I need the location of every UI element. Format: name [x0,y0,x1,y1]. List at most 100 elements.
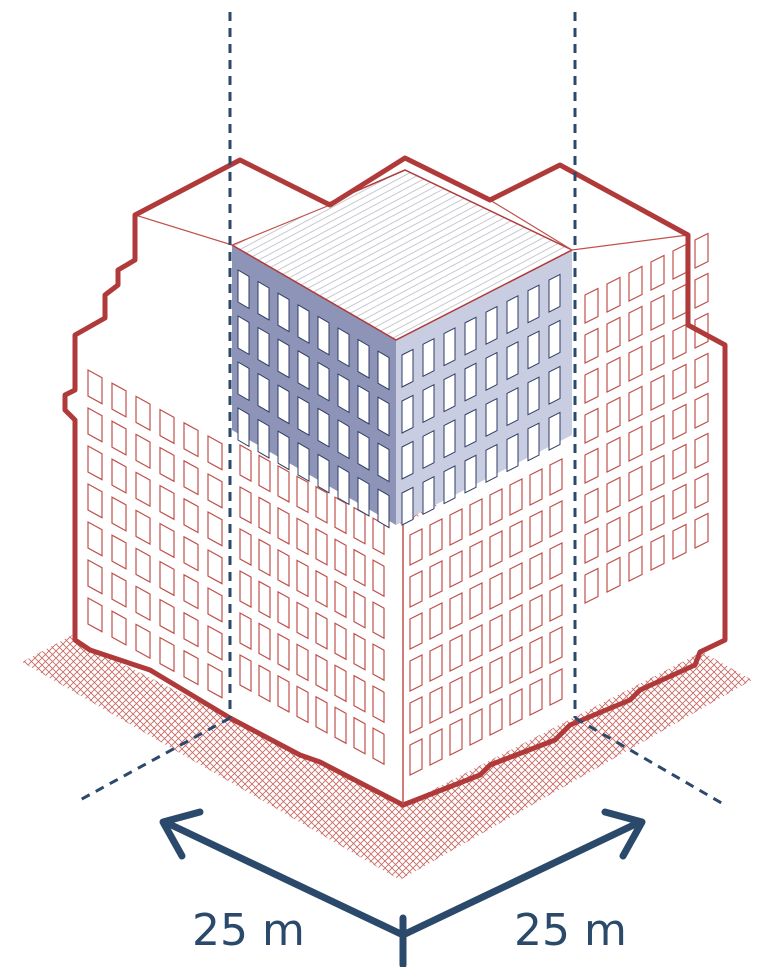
window [334,496,347,535]
window [111,382,127,418]
tower-window [548,365,561,405]
tower-window [506,295,519,335]
tower-window [506,387,519,427]
window [584,407,599,444]
window [135,547,151,584]
tower-window [485,351,498,391]
window [315,653,328,692]
building-outline [62,155,728,808]
window [334,580,347,619]
window [409,528,423,566]
window [429,560,443,598]
window [672,403,687,440]
tower-window [401,348,414,388]
window [87,368,103,405]
window [315,569,328,608]
window [650,414,665,451]
window [489,530,503,568]
tower-window [464,454,477,494]
tower-window [485,397,498,437]
tower-window [277,430,290,471]
tower-window [443,419,456,459]
window [628,505,643,542]
tower-window [464,408,477,448]
window [650,254,665,291]
window [449,634,463,672]
window [606,556,621,593]
window [207,586,223,623]
window [584,487,599,524]
window [258,538,271,577]
tower-window [527,284,540,324]
window [549,584,563,622]
window [207,624,223,661]
window [449,508,463,546]
window [449,676,463,714]
window [183,649,199,686]
window [334,706,347,745]
tower-window [317,453,330,494]
tower-window [357,384,370,425]
window [628,465,643,502]
window [315,695,328,734]
window [239,485,252,525]
window [183,611,199,648]
window [584,287,599,324]
window [606,316,621,353]
window [135,395,151,432]
window [159,560,175,597]
window [239,653,252,693]
dashed-ground-right [574,716,726,807]
window [469,498,483,536]
window [258,580,271,619]
window [111,458,127,494]
window [409,612,423,650]
window [183,421,199,458]
window [672,443,687,480]
tower-window [422,383,435,424]
window [650,454,665,491]
window [549,626,563,664]
window [694,272,709,309]
window [694,352,709,389]
tower-window [485,305,498,345]
window [449,592,463,630]
window [672,243,687,280]
window [650,534,665,571]
window [672,523,687,560]
window [239,611,252,651]
window [549,458,563,496]
window [694,512,709,549]
window [258,454,271,493]
window [509,646,523,684]
window [183,497,199,534]
window [372,727,385,766]
tower-window [527,330,540,370]
window [529,552,543,590]
window [159,446,175,483]
dimension-arrows [159,808,646,967]
window [135,471,151,508]
window [277,548,290,587]
window [489,656,503,694]
window [449,718,463,756]
window [509,520,523,558]
tower-window [257,326,270,367]
window [606,396,621,433]
tower-window [337,419,350,460]
window [207,662,223,699]
tower-window [337,465,350,506]
window [135,585,151,622]
tower-left-face-highlight [232,245,396,525]
tower-window [357,476,370,517]
window [87,596,103,633]
tower-window [506,433,519,473]
window [606,476,621,513]
window [429,602,443,640]
tower-window [237,407,250,448]
arrow-up-right-icon [601,808,646,860]
window [469,708,483,746]
tower-window [337,373,350,414]
tower-window [337,327,350,368]
window [628,265,643,302]
